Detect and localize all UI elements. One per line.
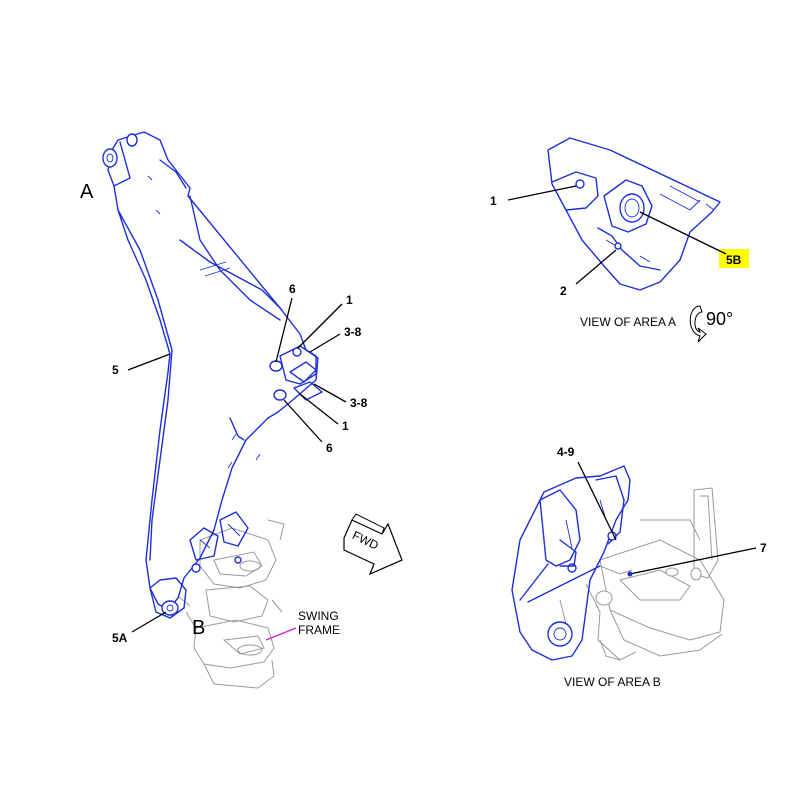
rotation-label: 90° — [706, 309, 733, 329]
boom-drawing — [102, 131, 323, 689]
rotation-arrow-icon — [689, 305, 707, 343]
view-b-drawing — [511, 465, 725, 661]
view-a-callout-5b-highlight — [719, 249, 749, 268]
swing-frame-label-line2: FRAME — [298, 623, 340, 637]
view-b-point-7 — [627, 571, 633, 577]
callout-1-bottom: 1 — [342, 419, 349, 433]
area-a-letter: A — [80, 181, 94, 203]
callout-6-top: 6 — [289, 282, 296, 296]
view-b-callout-4-9: 4-9 — [557, 445, 575, 459]
view-a-drawing — [547, 137, 721, 291]
view-b-caption: VIEW OF AREA B — [564, 675, 661, 689]
main-callouts: A B 5 5A 6 1 3-8 3-8 1 6 SWING FRAME — [80, 181, 368, 645]
area-b-letter: B — [192, 617, 205, 639]
swing-frame-drawing — [177, 519, 285, 689]
view-b-callout-7: 7 — [760, 541, 767, 555]
callout-3-8-bottom: 3-8 — [350, 396, 368, 410]
view-a-callouts: 1 2 5B VIEW OF AREA A 90° — [490, 185, 749, 343]
callout-5a: 5A — [112, 631, 128, 645]
fwd-arrow: FWD — [343, 513, 403, 576]
callout-3-8-top: 3-8 — [344, 325, 362, 339]
callout-6-bottom: 6 — [326, 441, 333, 455]
view-a-callout-1: 1 — [490, 194, 497, 208]
view-b-callouts: 4-9 7 VIEW OF AREA B — [557, 445, 767, 689]
view-a-caption: VIEW OF AREA A — [580, 315, 676, 329]
callout-1-top: 1 — [346, 293, 353, 307]
callout-5: 5 — [112, 363, 119, 377]
view-a-callout-2: 2 — [560, 284, 567, 298]
view-a-callout-5b: 5B — [726, 253, 742, 267]
swing-frame-label-line1: SWING — [298, 609, 339, 623]
